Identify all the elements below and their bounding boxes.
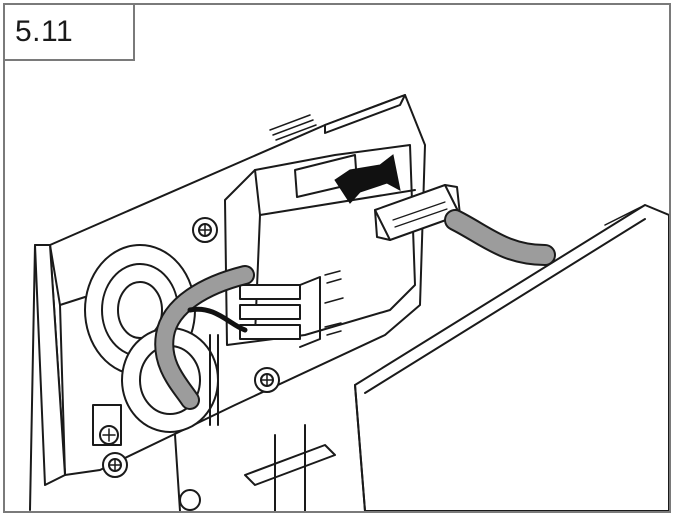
screw-icon xyxy=(102,452,128,478)
lower-bracket xyxy=(174,424,336,511)
wire-cable-icon xyxy=(154,265,255,426)
insert-arrow-icon xyxy=(334,154,401,204)
wire-cable-icon xyxy=(444,209,556,266)
screw-icon xyxy=(192,217,218,243)
terminal-block xyxy=(224,144,416,348)
screw-icon xyxy=(254,367,280,393)
device-illustration xyxy=(29,94,669,511)
figure-frame: 5.11 xyxy=(3,3,671,513)
screw-icon xyxy=(92,404,122,446)
step-number-box: 5.11 xyxy=(5,5,135,61)
device-housing xyxy=(354,204,669,511)
step-number: 5.11 xyxy=(15,15,74,48)
